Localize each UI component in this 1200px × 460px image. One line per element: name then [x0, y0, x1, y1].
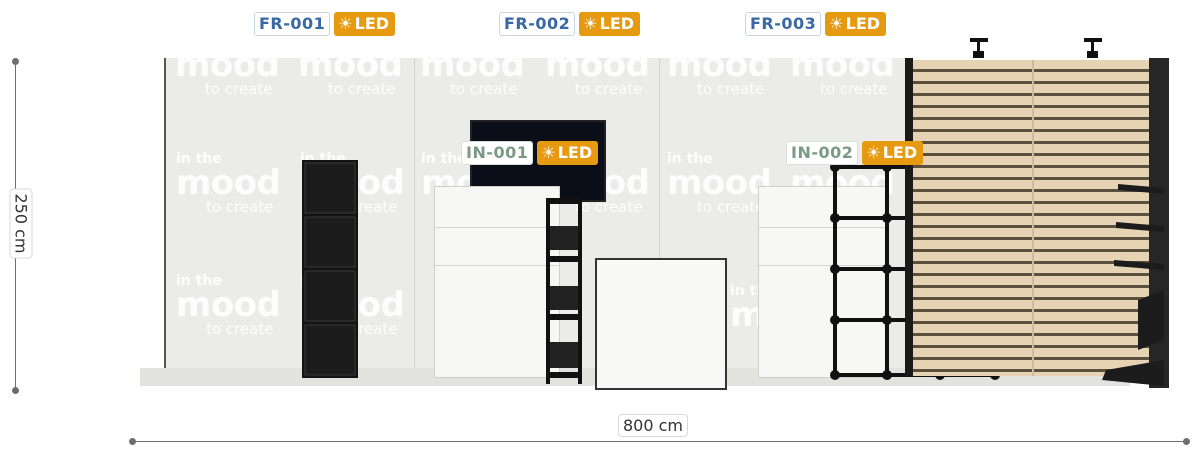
width-dimension-label: 800 cm	[618, 414, 689, 437]
wall-panel-1	[166, 58, 415, 368]
label-in-001[interactable]: IN-001 ☀LED	[461, 141, 599, 165]
label-code: FR-003	[745, 12, 822, 36]
slat-wall-divider	[1032, 60, 1034, 376]
width-dim-right-dot	[1183, 438, 1190, 445]
cube-shelf-tower	[302, 160, 358, 378]
label-code: FR-002	[499, 12, 576, 36]
wall-left-edge	[164, 58, 166, 368]
label-in-002[interactable]: IN-002 ☀LED	[786, 141, 924, 165]
height-dim-top-dot	[12, 58, 19, 65]
led-badge: ☀LED	[862, 141, 924, 165]
label-fr-001[interactable]: FR-001 ☀LED	[254, 12, 396, 36]
label-code: IN-001	[461, 141, 534, 165]
slat-wall	[913, 60, 1149, 376]
label-fr-002[interactable]: FR-002 ☀LED	[499, 12, 641, 36]
white-cabinet-1	[434, 186, 560, 378]
sun-icon: ☀	[541, 143, 556, 162]
led-badge: ☀LED	[579, 12, 641, 36]
sun-icon: ☀	[338, 14, 353, 33]
spotlight-2-icon	[1084, 38, 1102, 58]
slat-wall-shelves	[1102, 184, 1164, 386]
label-code: FR-001	[254, 12, 331, 36]
sun-icon: ☀	[829, 14, 844, 33]
height-dimension-label: 250 cm	[9, 188, 33, 259]
spotlight-1-icon	[970, 38, 988, 58]
height-dim-bottom-dot	[12, 387, 19, 394]
label-code: IN-002	[786, 141, 859, 165]
led-badge: ☀LED	[825, 12, 887, 36]
sun-icon: ☀	[583, 14, 598, 33]
led-badge: ☀LED	[537, 141, 599, 165]
width-dim-line	[132, 441, 1186, 442]
ladder-shelf	[546, 198, 582, 384]
sun-icon: ☀	[866, 143, 881, 162]
label-fr-003[interactable]: FR-003 ☀LED	[745, 12, 887, 36]
led-badge: ☀LED	[334, 12, 396, 36]
slat-wall-frame	[905, 58, 913, 376]
display-counter	[595, 258, 727, 390]
